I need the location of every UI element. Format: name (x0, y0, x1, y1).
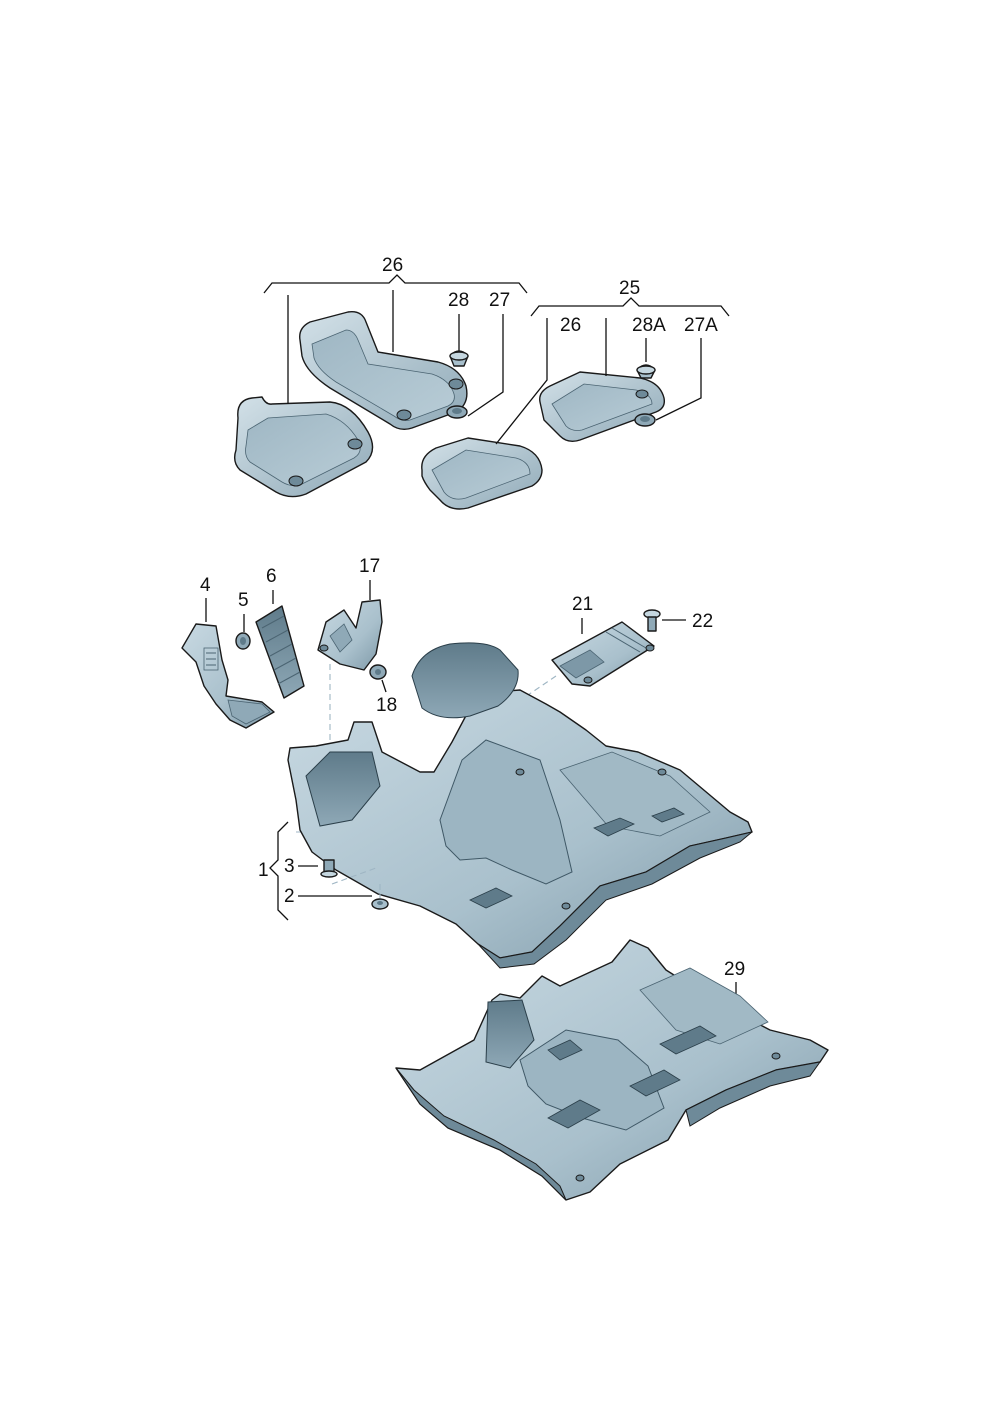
cover-17[interactable] (317, 599, 383, 671)
callout-2: 2 (284, 886, 295, 907)
fastener-3[interactable] (320, 859, 338, 878)
callout-18: 18 (376, 695, 397, 716)
clip-2[interactable] (371, 898, 389, 910)
callout-4: 4 (200, 575, 211, 596)
callout-28A: 28A (632, 315, 666, 336)
callout-27: 27 (489, 290, 510, 311)
rear-right-floor-mat[interactable] (539, 371, 666, 443)
leader-27A (655, 338, 702, 421)
callout-6: 6 (266, 566, 277, 587)
leader-18 (381, 679, 387, 693)
clip-22[interactable] (643, 609, 661, 632)
callout-26-rear: 26 (560, 315, 581, 336)
rear-left-floor-mat[interactable] (421, 437, 543, 510)
callout-22: 22 (692, 611, 713, 632)
nut-5[interactable] (235, 632, 251, 650)
callout-5: 5 (238, 590, 249, 611)
floor-carpet-29[interactable] (395, 939, 829, 1201)
callout-26-front: 26 (382, 255, 403, 276)
callout-27A: 27A (684, 315, 718, 336)
mat-set-26-bracket (263, 274, 528, 294)
front-right-floor-mat[interactable] (299, 311, 468, 431)
floor-carpet-1[interactable] (287, 642, 753, 969)
carpet-1-bracket (269, 821, 289, 921)
retaining-clip-28[interactable] (449, 350, 469, 367)
front-left-floor-mat[interactable] (233, 396, 374, 498)
mat-set-25-bracket (530, 297, 730, 317)
nut-18[interactable] (369, 664, 387, 680)
foot-rest-pad-6[interactable] (255, 605, 305, 699)
retaining-clip-28A[interactable] (636, 364, 656, 379)
callout-3: 3 (284, 856, 295, 877)
callout-25: 25 (619, 278, 640, 299)
callout-17: 17 (359, 556, 380, 577)
callout-1: 1 (258, 860, 269, 881)
heel-pad-4[interactable] (181, 623, 275, 729)
assembly-line-3 (331, 867, 377, 885)
callout-29: 29 (724, 959, 745, 980)
fastener-27A[interactable] (634, 413, 656, 427)
leader-27 (467, 314, 504, 417)
callout-21: 21 (572, 594, 593, 615)
fastener-27[interactable] (446, 405, 468, 419)
callout-28: 28 (448, 290, 469, 311)
leader-26-rear-left (495, 318, 548, 445)
storage-tray-21[interactable] (551, 621, 655, 687)
